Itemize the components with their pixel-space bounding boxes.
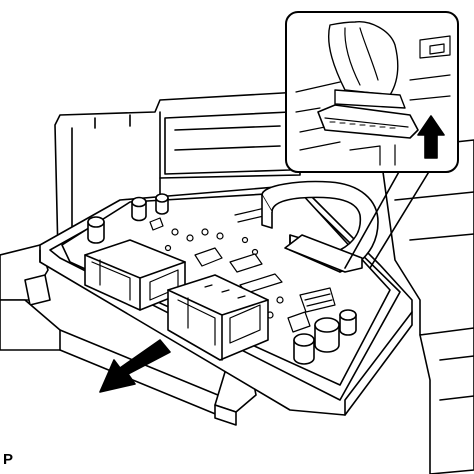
capacitor-right-small xyxy=(293,333,315,365)
inset-leader-lines xyxy=(344,169,431,269)
capacitor-top-left xyxy=(87,216,105,244)
inset-detail xyxy=(285,11,459,173)
capacitor-top-small xyxy=(155,193,169,215)
capacitor-right-top xyxy=(339,309,357,336)
board-components xyxy=(149,207,336,333)
connector-center xyxy=(167,274,269,361)
figure-corner-label: P xyxy=(3,451,14,468)
ribbon-cable xyxy=(261,180,379,273)
pull-direction-arrow xyxy=(99,339,171,393)
capacitor-top xyxy=(131,196,147,222)
connector-left xyxy=(84,239,186,311)
capacitor-right-large xyxy=(314,317,340,353)
